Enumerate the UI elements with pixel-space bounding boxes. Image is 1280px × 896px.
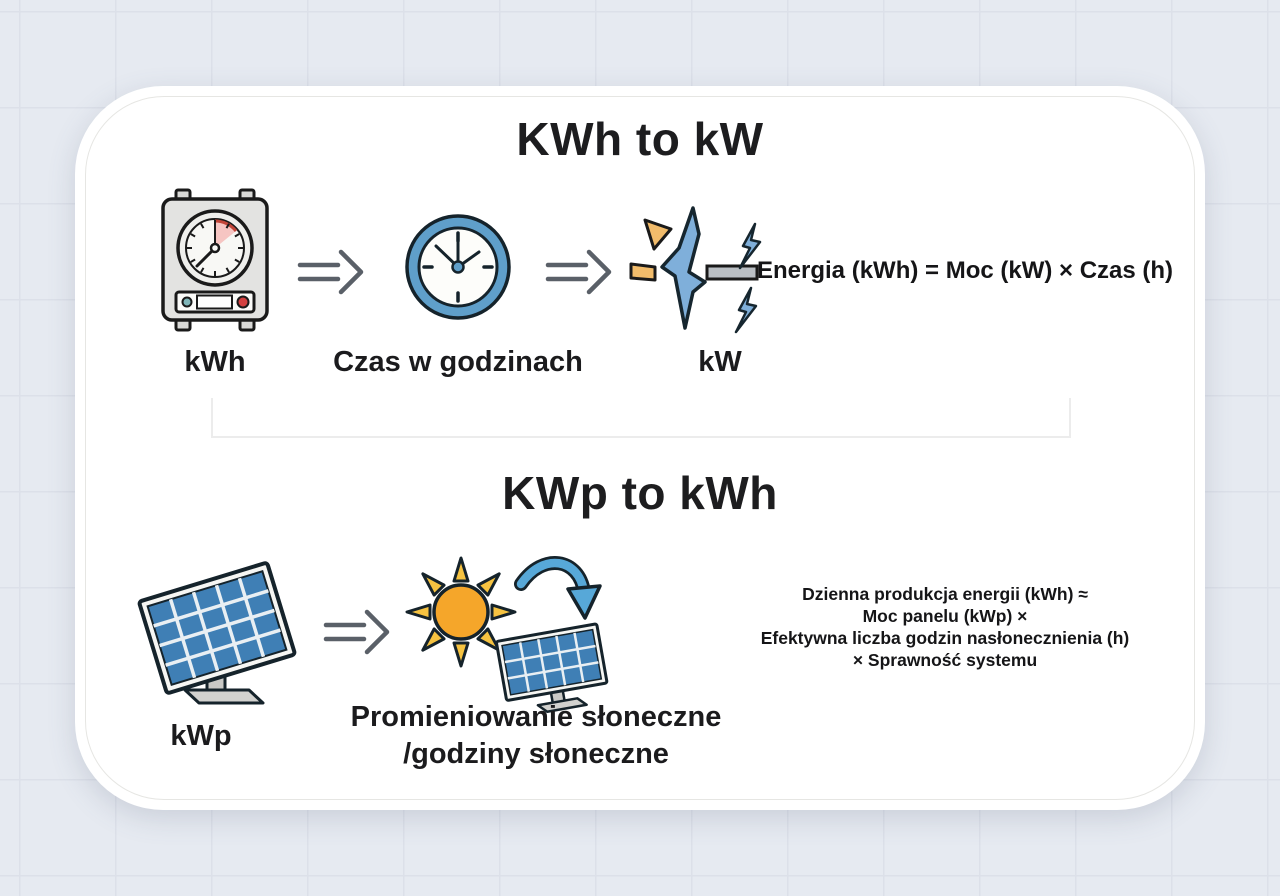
production-formula-line3: Efektywna liczba godzin nasłonecznienia …	[760, 628, 1130, 648]
panel-label: kWp	[170, 720, 232, 752]
sun-label: Promieniowanie słoneczne /godziny słonec…	[336, 699, 736, 773]
production-formula-line2: Moc panelu (kWp) ×	[862, 606, 1028, 626]
clock-icon	[405, 214, 511, 320]
energy-meter-icon	[161, 188, 269, 332]
section-divider	[211, 398, 1071, 438]
sun-label-line2: /godziny słoneczne	[403, 738, 669, 770]
infographic-card: KWh to kW kWh	[75, 86, 1205, 810]
section1-title: KWh to kW	[516, 113, 764, 165]
double-arrow-right-icon	[297, 249, 364, 295]
sun-irradiance-icon	[405, 556, 609, 713]
bolt-label: kW	[698, 346, 742, 378]
meter-label: kWh	[184, 346, 246, 378]
production-formula: Dzienna produkcja energii (kWh) ≈ Moc pa…	[743, 583, 1147, 671]
solar-panel-icon	[137, 561, 297, 705]
double-arrow-right-icon	[545, 249, 612, 295]
energy-formula: Energia (kWh) = Moc (kW) × Czas (h)	[757, 257, 1174, 284]
section2-title: KWp to kWh	[502, 467, 778, 519]
double-arrow-right-icon	[323, 609, 390, 655]
clock-label: Czas w godzinach	[333, 346, 583, 378]
sun-label-line1: Promieniowanie słoneczne	[350, 701, 722, 733]
power-bolt-icon	[629, 206, 762, 334]
production-formula-line1: Dzienna produkcja energii (kWh) ≈	[802, 584, 1088, 604]
production-formula-line4: × Sprawność systemu	[852, 650, 1038, 670]
